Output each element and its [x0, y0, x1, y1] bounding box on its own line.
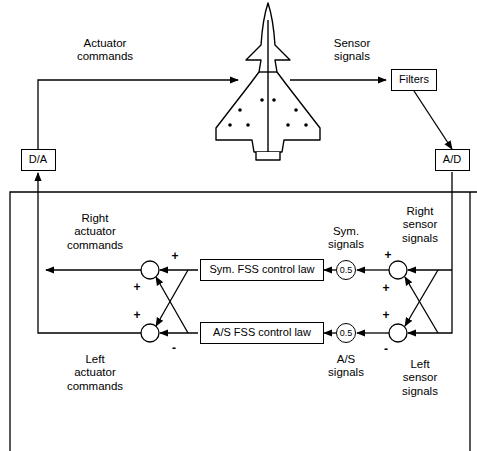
- gain-circle: 0.5: [336, 260, 356, 280]
- signal-label: Left actuator commands: [64, 353, 126, 393]
- right-actuator-wire: [46, 269, 141, 270]
- node-text: Sym. FSS control law: [207, 263, 317, 276]
- sensor-dot: [228, 123, 232, 127]
- sensor-dot: [260, 98, 264, 102]
- as-sum-wire: [357, 332, 389, 333]
- summing-junctions: [141, 261, 407, 342]
- sensor-dot: [272, 98, 276, 102]
- aircraft-exhaust: [256, 152, 280, 160]
- processor-boundary: [10, 192, 477, 451]
- signal-label: Right sensor signals: [392, 205, 448, 245]
- signal-connector: [324, 332, 336, 333]
- sign-label: +: [131, 281, 143, 295]
- sym-output-wire: [160, 269, 198, 270]
- sensor-dot: [294, 108, 298, 112]
- sensor-dots: [228, 98, 308, 127]
- aircraft-centerline: [267, 20, 268, 152]
- sign-label: +: [382, 249, 394, 263]
- sign-label: -: [380, 343, 392, 357]
- signal-label: Actuator commands: [70, 37, 140, 63]
- node-text: A/S FSS control law: [207, 326, 317, 339]
- node-text: Filters: [398, 73, 430, 86]
- sym-sum-wire: [357, 269, 389, 270]
- sign-label: +: [131, 309, 143, 323]
- control-law-box: Sym. FSS control law: [200, 259, 324, 281]
- node-text: D/A: [28, 153, 49, 166]
- sensor-dot: [246, 123, 250, 127]
- signal-label: A/S signals: [320, 353, 372, 379]
- summing-junction: [389, 261, 407, 279]
- signal-connector: [324, 269, 336, 270]
- aircraft-fuselage-line: [259, 71, 277, 72]
- aircraft: [216, 3, 320, 160]
- control-law-box: A/S FSS control law: [200, 322, 324, 344]
- summing-junction: [141, 324, 159, 342]
- converter-box: D/A: [21, 149, 56, 171]
- sensor-signal-wire: [290, 79, 386, 80]
- cross-wire: [405, 270, 438, 326]
- signal-connector: [414, 91, 452, 149]
- signal-label: Sym. signals: [320, 225, 372, 251]
- sign-label: +: [169, 250, 181, 264]
- sensor-dot: [286, 123, 290, 127]
- cross-wire: [156, 277, 188, 333]
- right-sensor-wire: [408, 269, 452, 270]
- wires: [10, 80, 477, 451]
- sign-label: +: [380, 282, 392, 296]
- cross-wire: [156, 270, 188, 326]
- sensor-dot: [304, 123, 308, 127]
- signal-label: Left sensor signals: [392, 358, 448, 398]
- summing-junction: [389, 324, 407, 342]
- node-text: 0.5: [340, 328, 353, 339]
- left-actuator-wire: [38, 173, 141, 333]
- actuator-command-wire: [38, 80, 238, 149]
- node-text: 0.5: [340, 265, 353, 276]
- signal-label: Sensor signals: [321, 37, 383, 63]
- as-output-wire: [160, 332, 198, 333]
- node-text: A/D: [442, 153, 463, 166]
- filter-box: Filters: [391, 69, 437, 91]
- sensor-dot: [238, 108, 242, 112]
- cross-wire: [405, 277, 438, 333]
- aircraft-outline: [216, 3, 320, 152]
- summing-junction: [141, 261, 159, 279]
- converter-box: A/D: [435, 149, 470, 171]
- signal-label: Right actuator commands: [64, 212, 126, 252]
- sign-label: -: [168, 342, 180, 356]
- gain-circle: 0.5: [336, 323, 356, 343]
- sign-label: +: [380, 309, 392, 323]
